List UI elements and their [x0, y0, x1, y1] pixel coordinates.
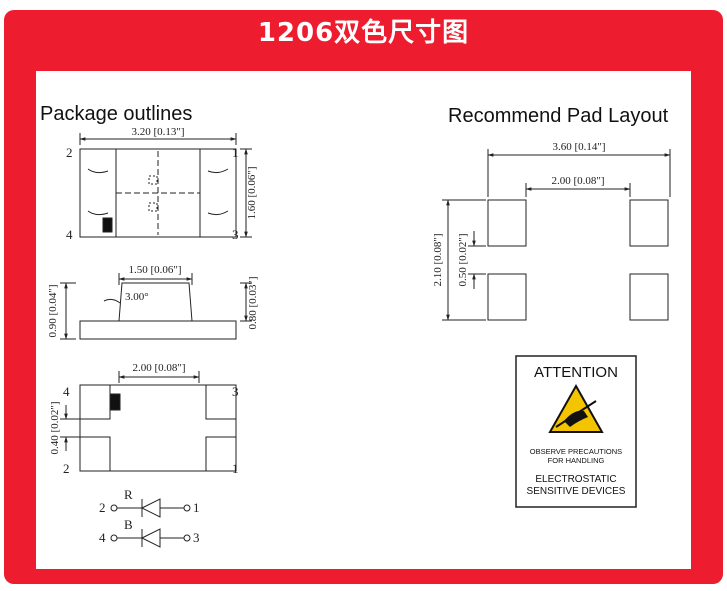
side-view	[60, 273, 252, 340]
bottom-pad-3	[205, 384, 237, 420]
angle-arc	[103, 298, 121, 304]
bottom-pin-2: 2	[63, 461, 70, 476]
bottom-width-dim: 2.00 [0.08"]	[132, 362, 185, 374]
side-lens	[118, 282, 193, 322]
top-view	[79, 133, 252, 238]
outer-width-dim: 3.60 [0.14"]	[552, 141, 605, 153]
side-angle: 3.00°	[125, 291, 149, 303]
schem-label-b: B	[124, 517, 133, 532]
bottom-polarity-mark	[109, 393, 121, 411]
attention-line4: SENSITIVE DEVICES	[527, 486, 626, 497]
bottom-pad-1	[205, 436, 237, 472]
pad-layout-heading: Recommend Pad Layout	[448, 105, 669, 127]
esd-warning-icon	[548, 383, 604, 433]
bottom-view	[60, 371, 237, 472]
side-right-dim: 0.80 [0.03"]	[247, 276, 259, 329]
schem-label-r: R	[124, 487, 133, 502]
attention-line2: FOR HANDLING	[548, 456, 605, 465]
chip-red	[148, 175, 158, 185]
schem-pin-1: 1	[193, 500, 200, 515]
schematic-blue	[110, 528, 191, 548]
side-substrate	[79, 320, 237, 340]
top-height-dim: 1.60 [0.06"]	[246, 166, 258, 219]
side-left-dim: 0.90 [0.04"]	[47, 284, 59, 337]
attention-label	[515, 355, 637, 508]
schematic-red	[110, 498, 191, 518]
terminal	[110, 504, 118, 512]
pad-bottom-left	[487, 273, 527, 321]
top-pin-1: 1	[232, 145, 239, 160]
strike-icon	[555, 400, 597, 428]
wire	[87, 168, 109, 174]
diode-icon	[140, 498, 161, 518]
top-pin-2: 2	[66, 145, 73, 160]
terminal	[183, 504, 191, 512]
package-heading: Package outlines	[40, 103, 192, 125]
hand-icon	[564, 410, 588, 427]
schem-pin-2: 2	[99, 500, 106, 515]
pad-bottom-right	[629, 273, 669, 321]
side-top-dim: 1.50 [0.06"]	[128, 264, 181, 276]
chip-blue	[148, 202, 158, 212]
polarity-mark	[102, 217, 113, 233]
bottom-pad-4	[79, 384, 111, 420]
inner-width-dim: 2.00 [0.08"]	[551, 175, 604, 187]
drawing-panel: Package outlines 3.20 [0.13"] 1.60 [0.06…	[36, 71, 691, 569]
bottom-pin-3: 3	[232, 384, 239, 399]
pad-height-dim: 2.10 [0.08"]	[432, 233, 444, 286]
pad-gap-dim: 0.50 [0.02"]	[457, 233, 469, 286]
wire	[207, 210, 229, 216]
top-pin-3: 3	[232, 227, 239, 242]
schem-pin-3: 3	[193, 530, 200, 545]
top-pin-4: 4	[66, 227, 73, 242]
pad-top-right	[629, 199, 669, 247]
right-terminal	[199, 148, 237, 238]
schem-pin-4: 4	[99, 530, 106, 545]
attention-line1: OBSERVE PRECAUTIONS	[530, 447, 622, 456]
diode-icon	[140, 528, 161, 548]
top-width-dim: 3.20 [0.13"]	[131, 126, 184, 138]
attention-line3: ELECTROSTATIC	[535, 474, 616, 485]
wire	[207, 168, 229, 174]
bottom-pin-1: 1	[232, 461, 239, 476]
attention-title: ATTENTION	[534, 364, 618, 381]
bottom-pad-dim: 0.40 [0.02"]	[49, 401, 61, 454]
bottom-pad-2	[79, 436, 111, 472]
dimension-drawing: Package outlines 3.20 [0.13"] 1.60 [0.06…	[40, 103, 671, 548]
wire	[87, 210, 109, 216]
bottom-pin-4: 4	[63, 384, 70, 399]
page-title: 1206双色尺寸图	[257, 18, 470, 48]
terminal	[183, 534, 191, 542]
pad-layout	[442, 149, 671, 321]
terminal	[110, 534, 118, 542]
pad-top-left	[487, 199, 527, 247]
bottom-body	[79, 384, 237, 472]
